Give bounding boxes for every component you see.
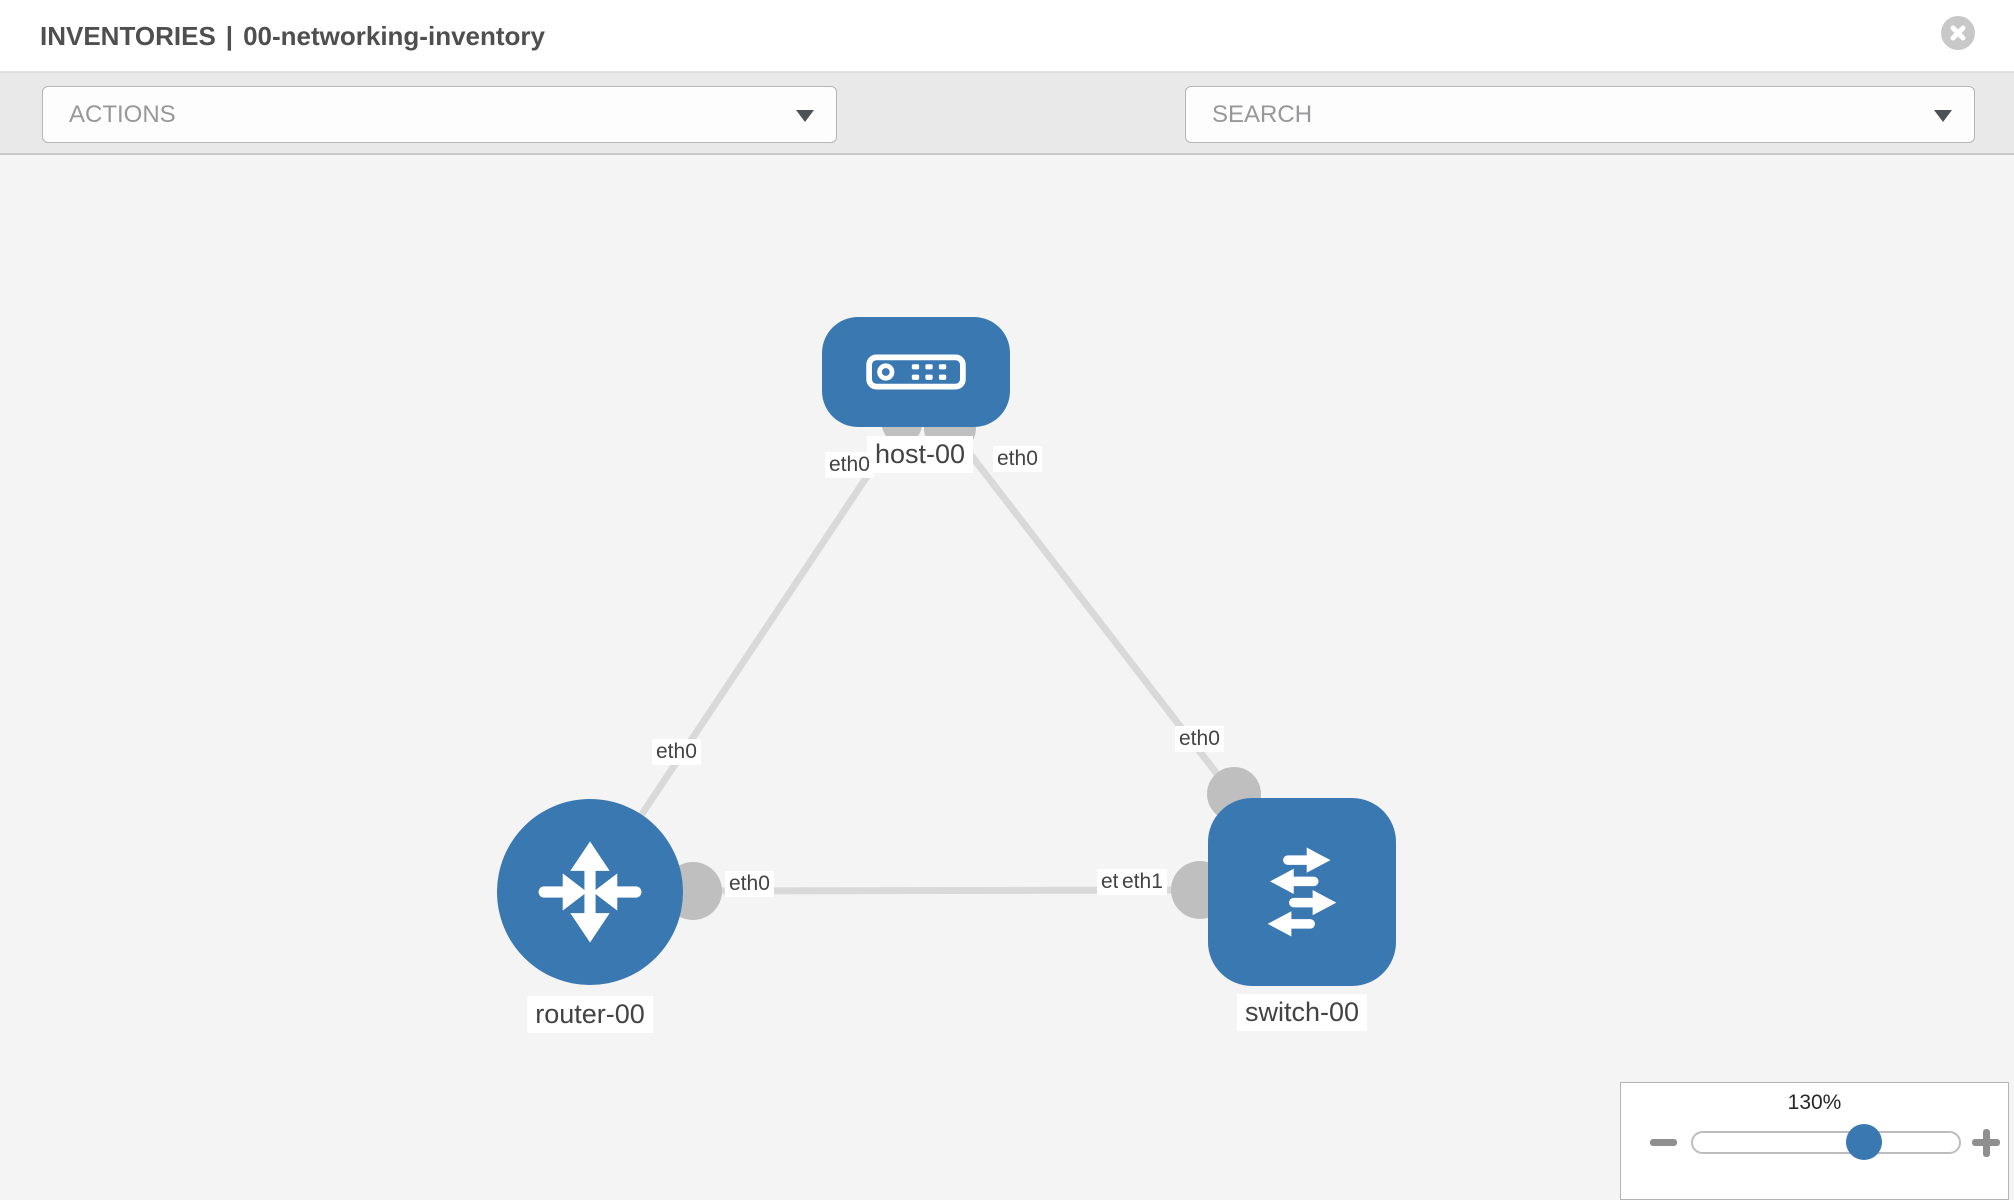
search-dropdown[interactable]: SEARCH — [1185, 86, 1975, 143]
router-arrows-icon — [528, 830, 652, 954]
iface-label: eth0 — [652, 739, 701, 765]
page-title-section: INVENTORIES — [40, 21, 216, 51]
iface-label: eth0 — [1175, 726, 1224, 752]
inventory-name: 00-networking-inventory — [243, 21, 545, 51]
node-router-00[interactable] — [497, 799, 683, 985]
actions-dropdown[interactable]: ACTIONS — [42, 86, 837, 143]
toolbar: ACTIONS SEARCH — [0, 72, 2014, 155]
node-label-host: host-00 — [866, 436, 974, 473]
server-icon — [866, 354, 966, 390]
node-label-router: router-00 — [527, 996, 653, 1033]
breadcrumb-separator: | — [225, 21, 234, 51]
switch-arrows-icon — [1243, 833, 1361, 951]
actions-dropdown-label: ACTIONS — [69, 101, 176, 128]
zoom-value: 130% — [1787, 1091, 1842, 1114]
chevron-down-icon — [1934, 110, 1952, 122]
page-title: INVENTORIES | 00-networking-inventory — [40, 0, 545, 72]
close-button[interactable] — [1941, 16, 1975, 50]
plus-icon[interactable] — [1982, 1128, 1990, 1157]
minus-icon[interactable] — [1650, 1139, 1677, 1146]
modal-header: INVENTORIES | 00-networking-inventory — [0, 0, 2014, 72]
circle-x-icon — [1948, 23, 1968, 43]
search-dropdown-label: SEARCH — [1212, 101, 1313, 128]
iface-label: eth1 — [1118, 869, 1167, 895]
topology-canvas[interactable]: host-00 router-00 switch-00 eth0 eth0 et… — [0, 155, 2014, 1200]
zoom-slider-track[interactable] — [1691, 1131, 1961, 1154]
node-switch-00[interactable] — [1208, 798, 1396, 986]
node-label-switch: switch-00 — [1236, 994, 1368, 1031]
node-host-00[interactable] — [822, 317, 1010, 427]
links-layer — [587, 422, 1237, 895]
iface-label: eth0 — [993, 446, 1042, 472]
zoom-panel: 130% — [1620, 1082, 2009, 1200]
iface-label: eth0 — [725, 871, 774, 897]
zoom-slider-thumb[interactable] — [1846, 1124, 1882, 1160]
iface-label: eth0 — [825, 452, 874, 478]
chevron-down-icon — [796, 110, 814, 122]
